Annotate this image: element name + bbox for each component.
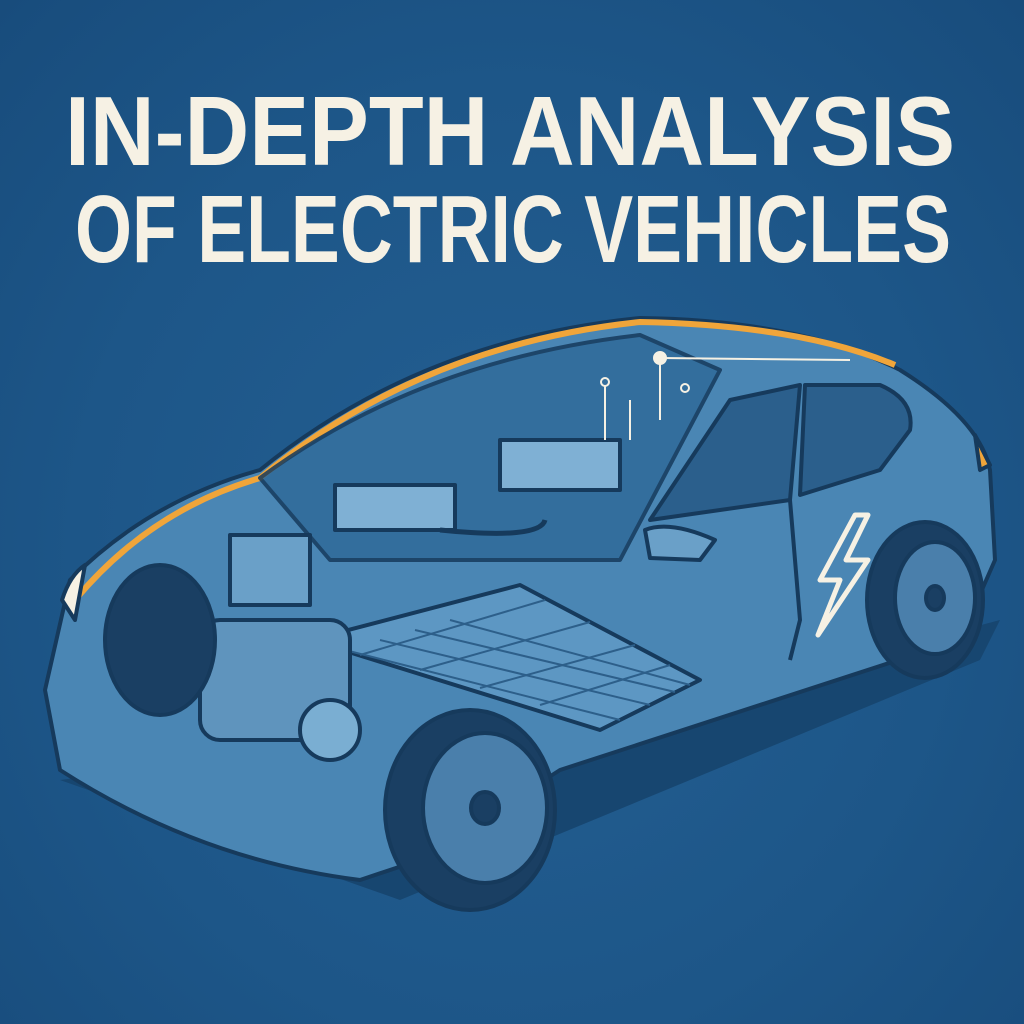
circuit-lines	[600, 351, 851, 440]
rear-side-window	[798, 383, 913, 497]
lightning-bolt-icon	[815, 512, 871, 638]
battery-cells	[344, 599, 691, 721]
motor-controller	[228, 533, 312, 607]
side-mirror	[643, 524, 717, 562]
door-seam	[788, 499, 802, 661]
inverter-module	[333, 483, 457, 532]
charger-module	[498, 438, 622, 492]
motor-gear	[298, 698, 362, 762]
front-left-wheel	[383, 708, 557, 912]
roof-accent-stripe	[72, 319, 897, 602]
headlight	[60, 563, 87, 622]
rear-wheel	[865, 520, 985, 680]
front-right-wheel	[103, 563, 217, 717]
tail-light	[973, 433, 992, 472]
electric-car-illustration	[43, 316, 1000, 912]
cable	[439, 518, 548, 536]
title-line-1: IN-DEPTH ANALYSIS	[65, 76, 955, 186]
title-line-2: OF ELECTRIC VEHICLES	[75, 176, 951, 283]
front-side-window	[648, 383, 802, 522]
